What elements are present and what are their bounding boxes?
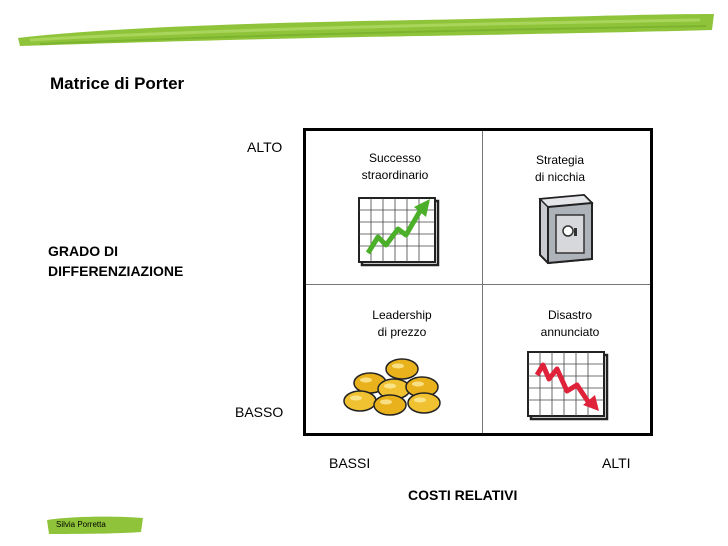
y-axis-title: GRADO DI DIFFERENZIAZIONE (48, 241, 183, 281)
quadrant-bottom-left-line1: Leadership (372, 308, 432, 322)
y-axis-low-label: BASSO (235, 404, 284, 420)
quadrant-top-right-line1: Strategia (535, 153, 585, 167)
footer-brush-stroke (47, 516, 143, 534)
falling-chart-icon (527, 351, 609, 421)
y-axis-high-label: ALTO (247, 139, 283, 155)
quadrant-top-left-line2: straordinario (361, 168, 429, 182)
quadrant-bottom-right-line2: annunciato (540, 325, 600, 339)
quadrant-top-right-label: Strategia di nicchia (500, 152, 620, 186)
quadrant-bottom-left-line2: di prezzo (377, 325, 427, 339)
porter-matrix-grid (303, 128, 653, 436)
matrix-vertical-divider (482, 131, 483, 433)
quadrant-top-left-label: Successo straordinario (335, 150, 455, 184)
safe-icon (538, 193, 594, 265)
page-title: Matrice di Porter (50, 74, 185, 93)
x-axis-title: COSTI RELATIVI (408, 487, 518, 503)
x-axis-low-label: BASSI (329, 455, 371, 471)
y-axis-title-line1: GRADO DI (48, 243, 118, 259)
gold-coins-icon (343, 358, 441, 416)
rising-chart-icon (358, 197, 440, 267)
quadrant-bottom-right-label: Disastro annunciato (510, 307, 630, 341)
quadrant-bottom-right-line1: Disastro (547, 308, 592, 322)
header-brush-stroke (18, 14, 714, 46)
quadrant-bottom-left-label: Leadership di prezzo (342, 307, 462, 341)
quadrant-top-left-line1: Successo (368, 151, 422, 165)
x-axis-high-label: ALTI (602, 455, 631, 471)
matrix-horizontal-divider (306, 284, 650, 285)
y-axis-title-line2: DIFFERENZIAZIONE (48, 263, 184, 279)
footer-author: Silvia Porretta (56, 520, 106, 529)
quadrant-top-right-line2: di nicchia (534, 170, 586, 184)
